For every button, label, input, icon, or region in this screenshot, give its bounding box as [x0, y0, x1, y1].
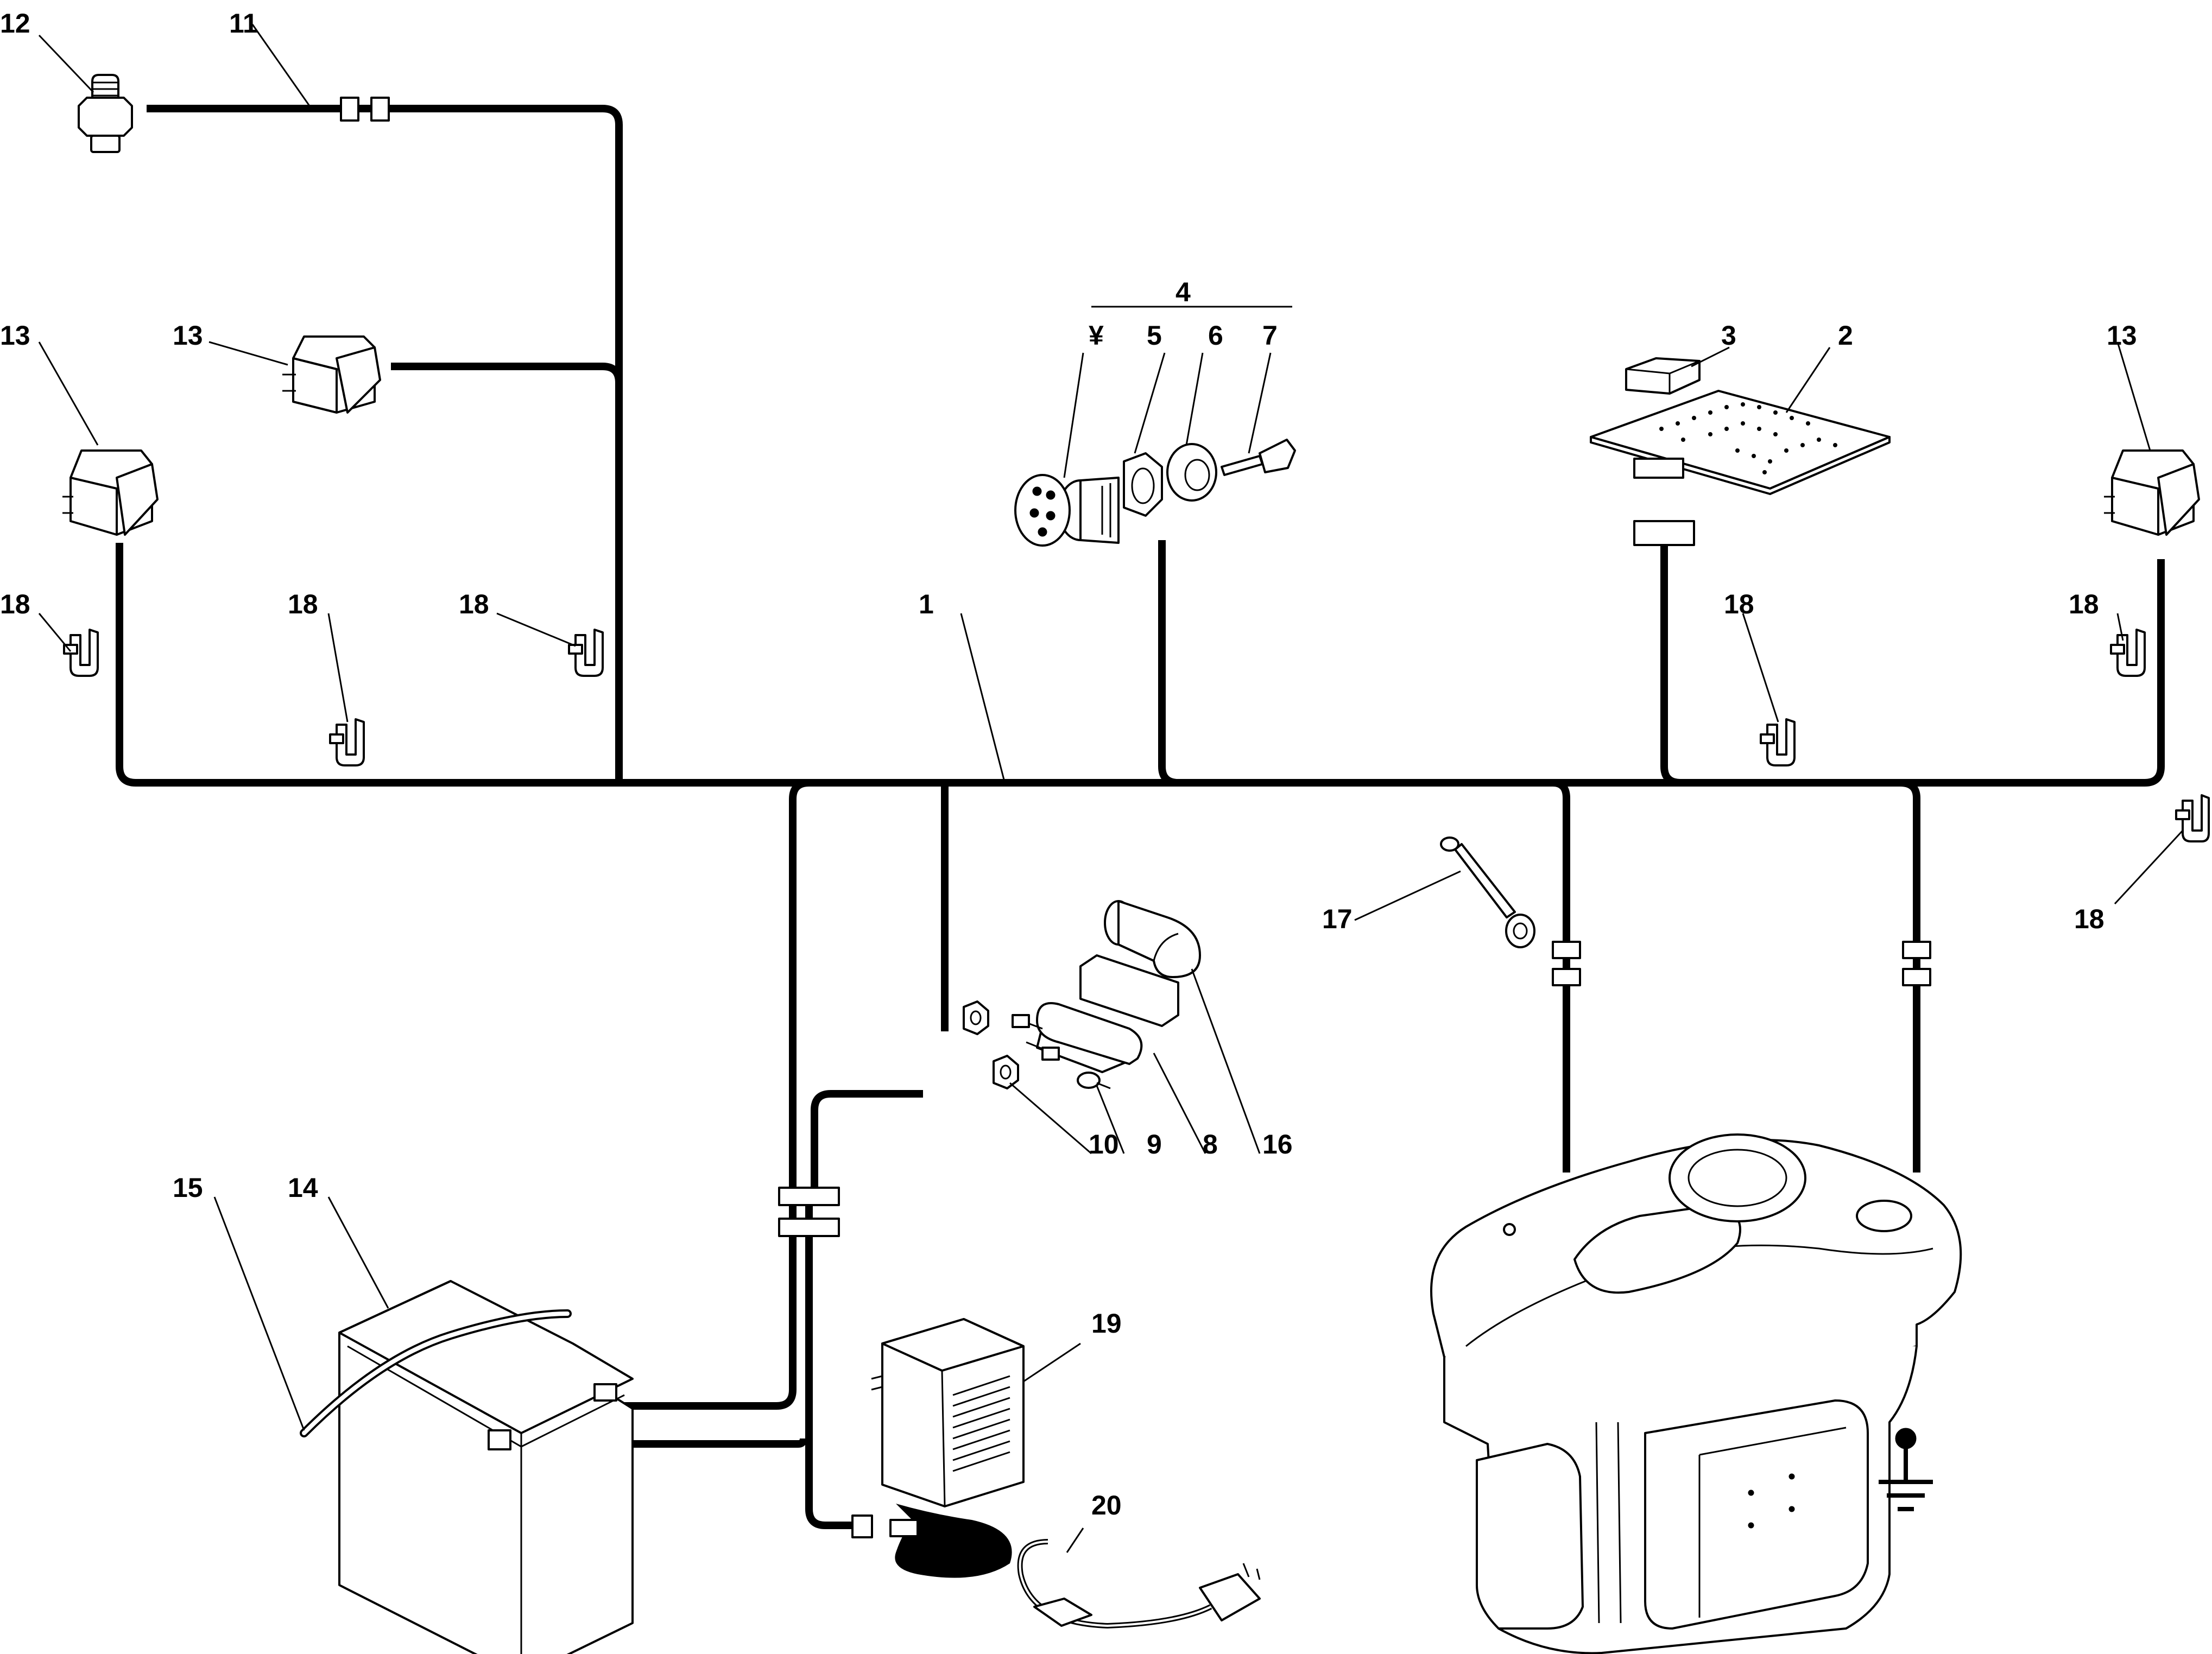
label-5: 5 — [1147, 320, 1162, 351]
control-board — [1590, 390, 1891, 495]
label-14: 14 — [288, 1173, 318, 1203]
connector — [1552, 968, 1581, 986]
safety-switch — [62, 449, 159, 536]
leader-lines — [38, 24, 2184, 1553]
battery — [338, 1280, 634, 1654]
cable-clip — [1760, 718, 1796, 766]
label-18: 18 — [2069, 589, 2099, 619]
label-20: 20 — [1091, 1490, 1122, 1520]
safety-switch — [282, 335, 381, 414]
screw — [1077, 1072, 1111, 1089]
battery-vent-tube — [300, 1309, 572, 1437]
label-9: 9 — [1147, 1129, 1162, 1159]
label-16: 16 — [1262, 1129, 1293, 1159]
relay-module — [1625, 357, 1701, 395]
label-13: 13 — [2107, 320, 2137, 351]
cable-clip — [2175, 794, 2210, 842]
harness-engine-lead-2 — [1900, 779, 1920, 1173]
connector — [1902, 968, 1931, 986]
connector — [340, 97, 359, 122]
label-10: 10 — [1089, 1129, 1119, 1159]
label-17: 17 — [1322, 904, 1353, 934]
connectors — [340, 97, 1931, 1538]
harness-engine-lead-1 — [1552, 779, 1570, 1173]
cable-clip — [568, 629, 604, 677]
label-12: 12 — [0, 8, 30, 39]
charger-cable — [1017, 1539, 1261, 1629]
label-11: 11 — [229, 8, 258, 39]
label-18: 18 — [288, 589, 318, 619]
harness-branch-top — [147, 105, 623, 783]
board-connector — [1633, 520, 1695, 546]
label-2: 2 — [1838, 320, 1853, 351]
ground-strap — [1440, 836, 1535, 948]
terminal-boot — [1104, 900, 1201, 978]
label-18: 18 — [2074, 904, 2104, 934]
battery-charger — [871, 1318, 1025, 1578]
connector — [851, 1514, 873, 1538]
connector — [778, 1218, 840, 1237]
harness-battery-lead-2 — [500, 1438, 807, 1448]
label-1: 1 — [919, 589, 934, 619]
label-13: 13 — [173, 320, 203, 351]
ignition-switch-assembly — [1014, 439, 1296, 547]
label-8: 8 — [1203, 1129, 1218, 1159]
label-3: 3 — [1721, 320, 1736, 351]
connector — [370, 97, 390, 122]
label-18: 18 — [459, 589, 489, 619]
nuts — [963, 1000, 1019, 1089]
cable-clip — [329, 718, 365, 766]
label-7: 7 — [1262, 320, 1278, 351]
cable-clip — [2110, 629, 2146, 677]
starter-solenoid — [1012, 954, 1179, 1073]
harness-trunk — [116, 543, 2165, 787]
harness-solenoid-lead — [811, 1090, 923, 1200]
label-13: 13 — [0, 320, 30, 351]
label-6: 6 — [1208, 320, 1223, 351]
board-components — [1659, 402, 1837, 474]
label-4-sub: ¥ — [1089, 320, 1104, 351]
label-18: 18 — [1724, 589, 1754, 619]
cable-clip — [63, 629, 99, 677]
connector — [1552, 941, 1581, 959]
label-19: 19 — [1091, 1308, 1122, 1339]
wiring-harness — [116, 105, 2165, 1529]
harness-charger-lead — [805, 1200, 858, 1529]
charger-vents — [952, 1375, 1010, 1472]
connector — [778, 1187, 840, 1206]
harness-branch-ignition — [1158, 540, 1179, 787]
safety-switch — [2104, 449, 2200, 536]
harness-branch-switch — [391, 363, 623, 383]
harness-branch-board — [1660, 543, 1681, 787]
engine — [1430, 1133, 1962, 1654]
connector — [1902, 941, 1931, 959]
harness-branch-battery — [624, 779, 810, 1410]
label-4: 4 — [1175, 277, 1191, 307]
pressure-switch — [78, 74, 133, 153]
label-15: 15 — [173, 1173, 203, 1203]
callout-labels: 12 11 13 13 13 18 18 18 18 18 18 1 4 ¥ 5… — [0, 8, 2137, 1520]
label-18: 18 — [0, 589, 30, 619]
